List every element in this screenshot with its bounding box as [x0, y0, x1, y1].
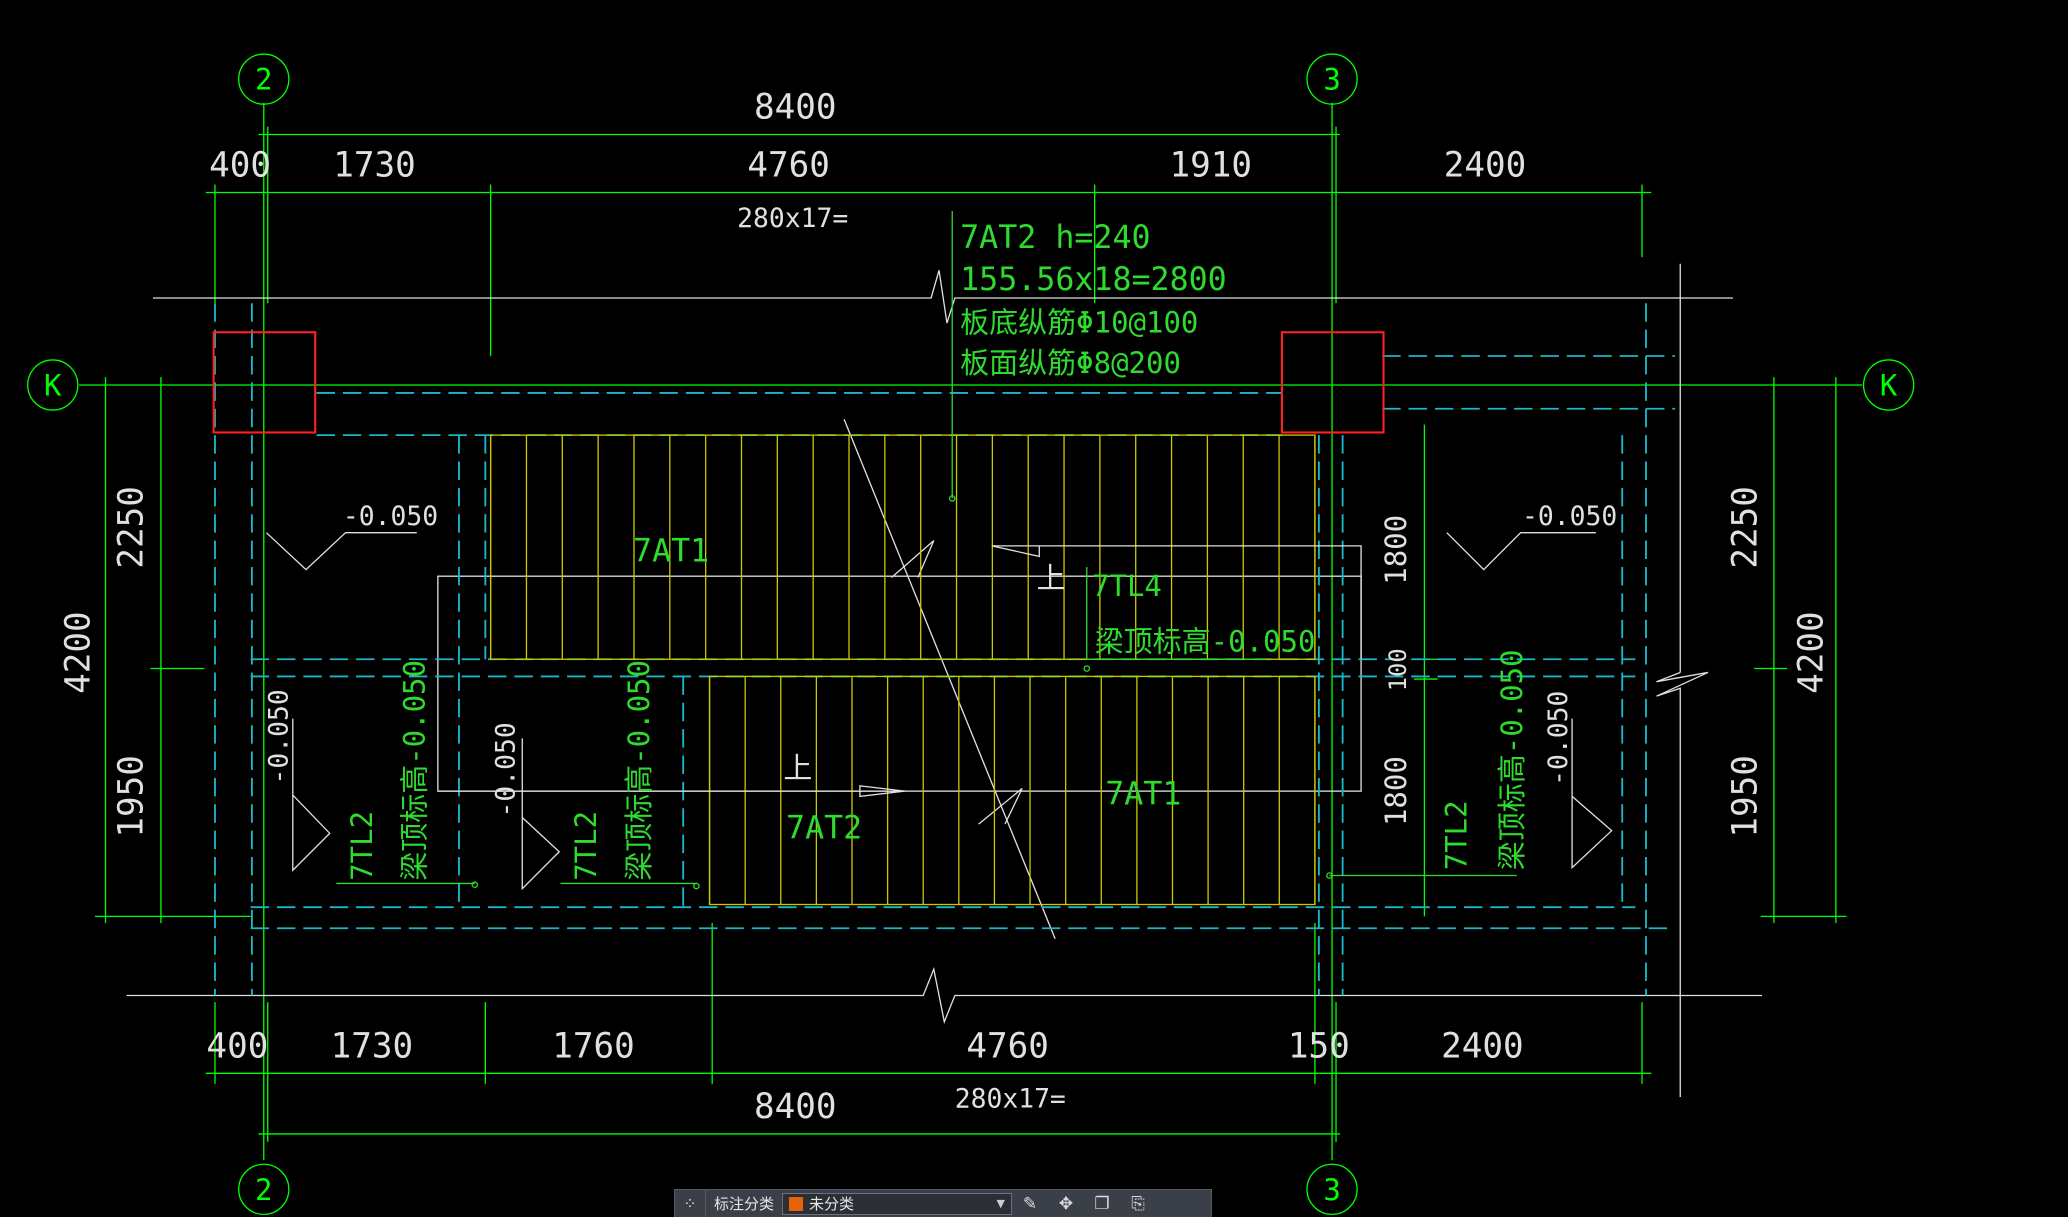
chevron-down-icon: ▼ [996, 1197, 1006, 1210]
stair-treads [489, 434, 1316, 906]
grid-bubble-k-right: K [1880, 369, 1898, 403]
outline-walls [126, 263, 1763, 1098]
dim-top-seg3: 4760 [747, 146, 830, 186]
slab-note-line4: 板面纵筋Φ8@200 [960, 346, 1181, 380]
elev-label-lower-left1: -0.050 [265, 689, 295, 784]
slab-note-line3: 板底纵筋Φ10@100 [960, 305, 1198, 339]
grid-bubble-3-top: 3 [1323, 63, 1340, 97]
annotation-toolbar: ⁘ 标注分类 未分类 ▼ ✎ ✥ ❐ ⎘ [674, 1189, 1212, 1217]
dim-top-seg2: 1730 [333, 146, 416, 186]
dim-left-upper: 2250 [111, 486, 151, 569]
dim-inner-middle: 100 [1384, 648, 1412, 691]
dim-right-total: 4200 [1792, 611, 1832, 694]
dashed-beam-lines [214, 303, 1675, 996]
dim-bottom-tread: 280x17= [955, 1085, 1066, 1115]
dim-top-overall: 8400 [754, 88, 837, 128]
annotation-leaders [336, 210, 1517, 890]
elev-label-upper-right: -0.050 [1522, 502, 1617, 532]
elev-label-upper-left: -0.050 [343, 502, 438, 532]
toolbar-grip-icon[interactable]: ⁘ [675, 1190, 706, 1217]
dim-top-seg1: 400 [209, 146, 271, 186]
dim-top-seg5: 2400 [1444, 146, 1527, 186]
dimension-lines [94, 126, 1847, 1142]
edit-icon[interactable]: ✎ [1022, 1193, 1038, 1214]
category-color-swatch [789, 1196, 804, 1211]
grid-bubble-2-bottom: 2 [255, 1173, 272, 1207]
stair-flight-outline [489, 434, 1316, 660]
dim-bottom-seg6: 2400 [1441, 1026, 1524, 1066]
columns [212, 331, 1385, 434]
grid-bubble-3-bottom: 3 [1323, 1173, 1340, 1207]
paste-icon[interactable]: ⎘ [1131, 1193, 1145, 1214]
label-7tl4-elev: 梁顶标高-0.050 [1095, 624, 1316, 658]
label-7tl2-left1: 7TL2 [345, 811, 379, 881]
grid-bubble-k-left: K [44, 369, 62, 403]
annotation-category-select[interactable]: 未分类 ▼ [782, 1192, 1013, 1215]
elev-label-lower-left2: -0.050 [491, 722, 521, 817]
dim-bottom-seg2: 1730 [331, 1026, 414, 1066]
dim-right-upper: 2250 [1726, 486, 1766, 569]
label-7at1-upper: 7AT1 [633, 534, 709, 570]
label-7tl2-right: 7TL2 [1440, 800, 1474, 870]
annotation-category-label: 标注分类 [714, 1195, 775, 1213]
move-icon[interactable]: ✥ [1058, 1193, 1074, 1214]
label-7at1-lower: 7AT1 [1105, 776, 1181, 812]
label-7tl4: 7TL4 [1092, 569, 1162, 603]
dim-bottom-seg4: 4760 [966, 1026, 1049, 1066]
label-7at2: 7AT2 [786, 811, 862, 847]
label-beam-elev-right: 梁顶标高-0.050 [1495, 649, 1529, 870]
dim-inner-lower: 1800 [1379, 756, 1413, 826]
dim-bottom-overall: 8400 [754, 1087, 837, 1127]
copy-icon[interactable]: ❐ [1094, 1193, 1110, 1214]
slab-note-line2: 155.56x18=2800 [960, 262, 1227, 298]
dim-top-seg4: 1910 [1169, 146, 1252, 186]
elevation-markers [265, 532, 1613, 891]
label-beam-elev-left2: 梁顶标高-0.050 [622, 660, 656, 881]
dim-right-lower: 1950 [1726, 755, 1766, 838]
dim-bottom-seg5: 150 [1288, 1026, 1350, 1066]
grid-bubble-2-top: 2 [255, 63, 272, 97]
slab-note-line1: 7AT2 h=240 [960, 220, 1150, 256]
up-arrow-label-lower: 上 [783, 751, 812, 785]
label-7tl2-left2: 7TL2 [569, 811, 603, 881]
up-arrow-label-upper: 上 [1037, 561, 1066, 595]
dim-bottom-seg1: 400 [206, 1026, 268, 1066]
column-right[interactable] [1280, 331, 1385, 434]
dim-left-total: 4200 [59, 611, 99, 694]
category-select-value: 未分类 [809, 1195, 855, 1213]
grid-axes [27, 53, 1915, 1216]
dim-top-tread: 280x17= [737, 204, 848, 234]
elev-label-lower-right: -0.050 [1544, 691, 1574, 786]
dim-inner-upper: 1800 [1379, 515, 1413, 585]
label-beam-elev-left1: 梁顶标高-0.050 [398, 660, 432, 881]
dim-bottom-seg3: 1760 [552, 1026, 635, 1066]
column-left[interactable] [212, 331, 317, 434]
dim-left-lower: 1950 [111, 755, 151, 838]
